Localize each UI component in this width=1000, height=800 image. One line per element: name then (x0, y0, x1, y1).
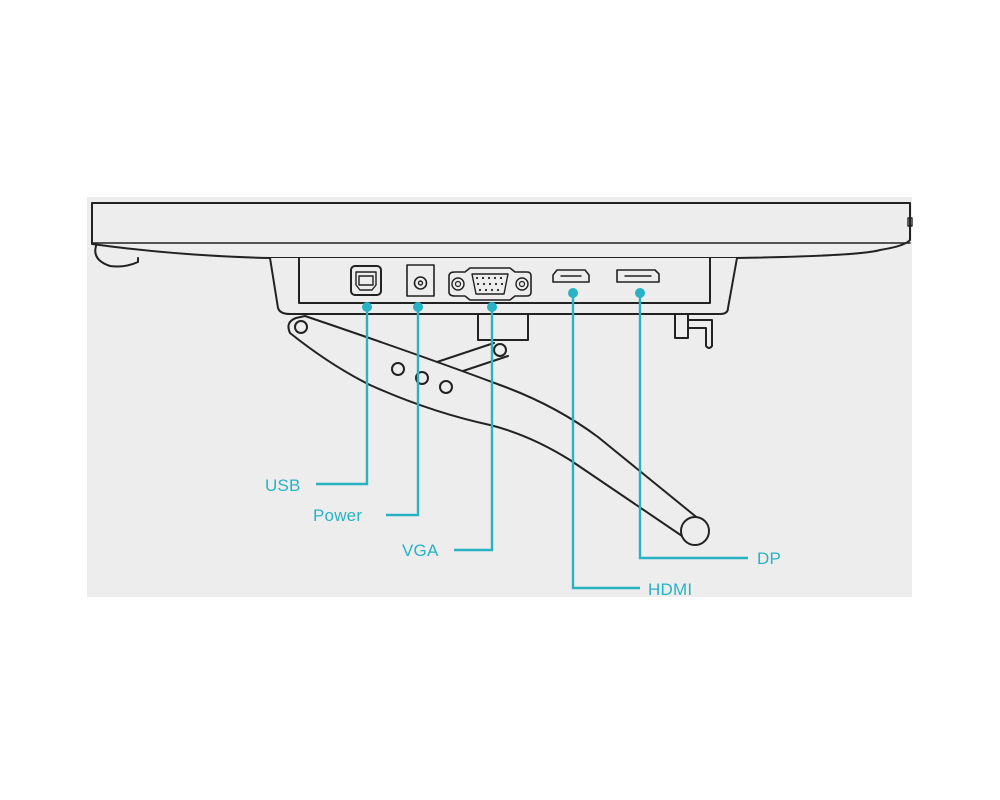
vga-port-icon (448, 267, 532, 301)
usb-b-port-icon (350, 265, 382, 296)
vga-label: VGA (402, 541, 439, 560)
hdmi-callout-line (571, 293, 640, 590)
vga-callout-dot (487, 302, 497, 312)
hdmi-callout-dot (568, 288, 578, 298)
power-callout-line (386, 307, 420, 517)
vga-callout-line (454, 307, 494, 552)
monitor-body (91, 202, 913, 268)
dc-power-jack-icon (406, 264, 435, 297)
monitor-stand (287, 313, 713, 546)
power-callout-dot (413, 302, 423, 312)
dp-callout-line (638, 293, 748, 560)
power-label: Power (313, 506, 363, 525)
dp-callout-dot (635, 288, 645, 298)
hdmi-port-icon (552, 269, 590, 283)
usb-callout-line (316, 307, 369, 486)
hdmi-label: HDMI (648, 580, 693, 599)
dp-label: DP (757, 549, 782, 568)
port-housing (269, 257, 738, 315)
usb-label: USB (265, 476, 301, 495)
displayport-icon (616, 269, 660, 283)
usb-callout-dot (362, 302, 372, 312)
